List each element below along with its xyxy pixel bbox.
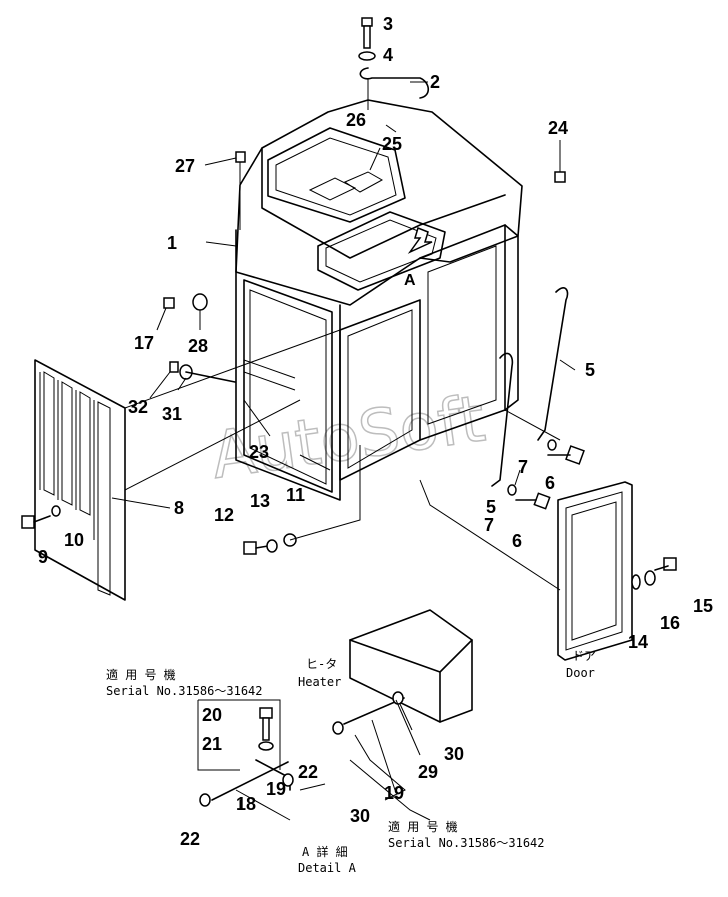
part-label: 5 (585, 360, 595, 380)
serial-jp-left: 適 用 号 機 (106, 667, 176, 682)
part-label: 13 (250, 491, 270, 511)
cab-body (235, 99, 561, 501)
part-label: 21 (202, 734, 222, 754)
serial-right: Serial No.31586～31642 (388, 836, 545, 850)
part-label: 17 (134, 333, 154, 353)
captions: 適 用 号 機 Serial No.31586～31642 ヒ-タ Heater… (106, 649, 596, 875)
part-label: 4 (383, 45, 393, 65)
heater-jp: ヒ-タ (306, 657, 337, 671)
rod-top (359, 67, 430, 110)
part-label: 10 (64, 530, 84, 550)
detail-a-drawing (197, 699, 326, 821)
fasteners (21, 17, 677, 590)
part-label: 9 (38, 547, 48, 567)
part-label: 7 (484, 515, 494, 535)
part-label: 24 (548, 118, 568, 138)
serial-jp-right: 適 用 号 機 (388, 819, 458, 834)
part-label: 18 (236, 794, 256, 814)
part-label: 19 (384, 783, 404, 803)
part-label: 11 (286, 485, 305, 505)
part-label: 12 (214, 505, 234, 525)
part-number-labels: 1 2 3 4 5 5 6 6 7 7 8 9 10 11 12 13 14 1… (38, 14, 713, 849)
part-label: 5 (486, 497, 496, 517)
part-label: 3 (383, 14, 393, 34)
detail-jp: A 詳 細 (302, 844, 348, 859)
part-label: 19 (266, 779, 286, 799)
heater-bracket-detail (332, 691, 431, 821)
leader-lines (111, 81, 576, 591)
serial-left: Serial No.31586～31642 (106, 684, 263, 698)
part-label: 32 (128, 397, 148, 417)
part-label: 7 (518, 457, 528, 477)
part-label: 1 (167, 233, 177, 253)
part-label: 6 (545, 473, 555, 493)
svg-text:A: A (404, 272, 416, 289)
heater-label: Heater (298, 675, 341, 689)
part-label: 31 (162, 404, 182, 424)
rods (491, 287, 569, 487)
part-label: 26 (346, 110, 366, 130)
part-label: 16 (660, 613, 680, 633)
rear-grille-panel (34, 359, 126, 601)
part-label: 30 (350, 806, 370, 826)
part-label: 29 (418, 762, 438, 782)
part-label: 30 (444, 744, 464, 764)
part-label: 23 (249, 442, 269, 462)
part-label: 28 (188, 336, 208, 356)
part-label: 25 (382, 134, 402, 154)
heater-box (349, 609, 473, 723)
part-label: 2 (430, 72, 440, 92)
part-label: 15 (693, 596, 713, 616)
view-a-arrow: A (404, 226, 433, 289)
part-label: 27 (175, 156, 195, 176)
part-label: 22 (180, 829, 200, 849)
part-label: 20 (202, 705, 222, 725)
door-panel (557, 481, 633, 661)
detail-label: Detail A (298, 861, 357, 875)
part-label: 6 (512, 531, 522, 551)
part-label: 22 (298, 762, 318, 782)
door-jp: ドア (572, 649, 596, 663)
part-label: 8 (174, 498, 184, 518)
door-label: Door (566, 666, 595, 680)
part-label: 14 (628, 632, 648, 652)
